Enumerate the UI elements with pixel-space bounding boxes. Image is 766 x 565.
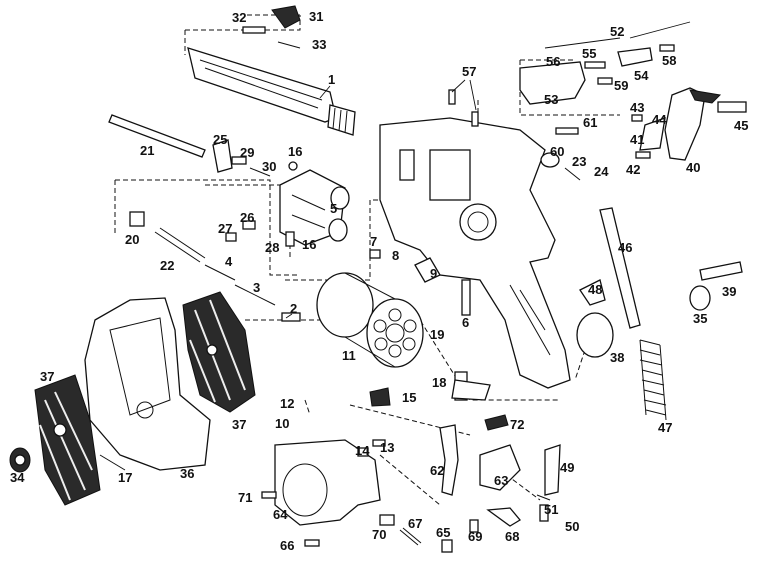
part-label-48: 48 [588,282,602,297]
part-label-28: 28 [265,240,279,255]
part-label-18: 18 [432,375,446,390]
hammer-spur [689,89,722,104]
part-label-35: 35 [693,311,707,326]
part-label-30: 30 [262,159,276,174]
part-label-40: 40 [686,160,700,175]
part-label-21: 21 [140,143,154,158]
part-label-72: 72 [510,417,524,432]
part-label-9: 9 [430,266,437,281]
part-label-69: 69 [468,529,482,544]
ejector-rod [108,114,206,158]
part-label-33: 33 [312,37,326,52]
part-label-10: 10 [275,416,289,431]
cylinder [316,272,424,368]
part-label-49: 49 [560,460,574,475]
part-label-8: 8 [392,248,399,263]
part-label-2: 2 [290,301,297,316]
part-label-23: 23 [572,154,586,169]
grip-panel-right [182,291,256,413]
part-label-3: 3 [253,280,260,295]
part-label-41: 41 [630,132,644,147]
part-label-32: 32 [232,10,246,25]
part-label-53: 53 [544,92,558,107]
part-label-52: 52 [610,24,624,39]
part-label-19: 19 [430,327,444,342]
part-label-61: 61 [583,115,597,130]
part-label-56: 56 [546,54,560,69]
part-label-13: 13 [380,440,394,455]
part-label-62: 62 [430,463,444,478]
part-label-1: 1 [328,72,335,87]
part-label-37-right: 37 [232,417,246,432]
part-label-22: 22 [160,258,174,273]
part-label-67: 67 [408,516,422,531]
part-label-24: 24 [594,164,609,179]
part-labels: 1 2 3 4 5 6 7 8 9 10 11 12 13 14 15 16 1… [10,9,748,553]
part-label-39: 39 [722,284,736,299]
grip-panel-left [34,374,101,506]
trigger [439,424,459,496]
part-label-27: 27 [218,221,232,236]
part-label-57: 57 [462,64,476,79]
part-label-26: 26 [240,210,254,225]
part-label-50: 50 [565,519,579,534]
part-label-14: 14 [355,443,370,458]
part-label-37-left: 37 [40,369,54,384]
part-label-54: 54 [634,68,649,83]
part-label-46: 46 [618,240,632,255]
part-label-42: 42 [626,162,640,177]
part-label-55: 55 [582,46,596,61]
part-label-16-lower: 16 [302,237,316,252]
crane-assembly [279,169,350,246]
part-label-25: 25 [213,132,227,147]
part-label-16-upper: 16 [288,144,302,159]
part-label-43: 43 [630,100,644,115]
part-label-38: 38 [610,350,624,365]
part-label-7: 7 [370,234,377,249]
part-label-5: 5 [330,201,337,216]
hammer [664,87,706,161]
grip-frame [84,297,211,471]
barrel-rib [187,47,356,136]
part-label-68: 68 [505,529,519,544]
mainspring [639,339,667,421]
part-label-45: 45 [734,118,748,133]
part-label-65: 65 [436,525,450,540]
part-label-47: 47 [658,420,672,435]
part-label-4: 4 [225,254,233,269]
part-label-70: 70 [372,527,386,542]
part-label-20: 20 [125,232,139,247]
part-label-66: 66 [280,538,294,553]
part-label-44: 44 [652,112,667,127]
part-label-63: 63 [494,473,508,488]
part-label-36: 36 [180,466,194,481]
part-label-15: 15 [402,390,416,405]
small-parts [9,5,747,553]
frame [379,117,571,389]
part-label-12: 12 [280,396,294,411]
part-label-60: 60 [550,144,564,159]
part-label-71: 71 [238,490,252,505]
part-label-58: 58 [662,53,676,68]
part-label-51: 51 [544,502,558,517]
part-label-29: 29 [240,145,254,160]
part-label-31: 31 [309,9,323,24]
part-label-17: 17 [118,470,132,485]
part-label-6: 6 [462,315,469,330]
part-label-59: 59 [614,78,628,93]
part-label-64: 64 [273,507,288,522]
part-label-34: 34 [10,470,25,485]
part-label-11: 11 [342,348,356,363]
